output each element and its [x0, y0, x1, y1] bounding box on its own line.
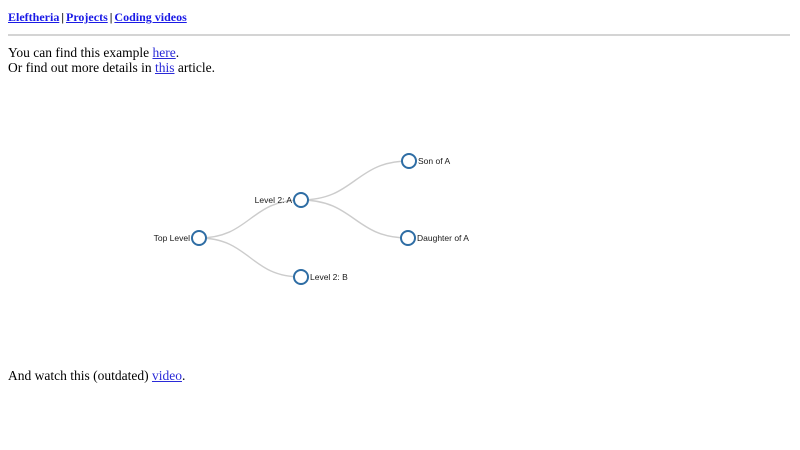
nav-link-projects[interactable]: Projects	[65, 10, 108, 24]
tree-link-root-level2b	[198, 237, 302, 278]
tree-node-label-root: Top Level	[154, 233, 190, 243]
video-link[interactable]: video	[151, 368, 182, 383]
intro-line-1: You can find this example here.	[8, 45, 792, 60]
article-link-this[interactable]: this	[154, 60, 175, 75]
tree-links	[198, 160, 410, 278]
nav-separator-1: |	[61, 10, 64, 24]
tree-diagram-container[interactable]: Top Level Level 2: A Level 2: B Son of A…	[0, 80, 800, 350]
tree-node-label-level2a: Level 2: A	[255, 195, 293, 205]
intro-text-after: .	[175, 45, 180, 60]
outro-line: And watch this (outdated) video.	[8, 368, 185, 383]
tree-svg[interactable]: Top Level Level 2: A Level 2: B Son of A…	[0, 80, 800, 350]
nav-separator-2: |	[109, 10, 113, 24]
outro-text-before: And watch this (outdated)	[8, 368, 152, 383]
tree-node-level2a[interactable]: Level 2: A	[255, 192, 309, 208]
tree-node-circle-root[interactable]	[191, 230, 207, 246]
tree-node-circle-daughterofa[interactable]	[400, 230, 416, 246]
outro-text-after: .	[181, 368, 186, 383]
tree-node-label-sonofa: Son of A	[418, 156, 450, 166]
tree-nodes: Top Level Level 2: A Level 2: B Son of A…	[154, 153, 469, 285]
tree-link-root-level2a	[198, 199, 302, 239]
details-text-before: Or find out more details in	[8, 60, 155, 75]
tree-node-label-level2b: Level 2: B	[310, 272, 348, 282]
tree-node-root[interactable]: Top Level	[154, 230, 207, 246]
tree-node-circle-level2a[interactable]	[293, 192, 309, 208]
tree-link-level2a-daughterofa	[300, 199, 409, 239]
nav-link-eleftheria[interactable]: Eleftheria	[8, 10, 60, 24]
intro-line-2: Or find out more details in this article…	[8, 60, 792, 75]
tree-node-level2b[interactable]: Level 2: B	[293, 269, 348, 285]
tree-node-label-daughterofa: Daughter of A	[417, 233, 469, 243]
nav-link-coding-videos[interactable]: Coding videos	[114, 10, 187, 24]
site-nav: Eleftheria|Projects|Coding videos	[8, 10, 792, 25]
tree-link-level2a-sonofa	[300, 160, 410, 201]
header-divider	[8, 34, 790, 36]
example-link-here[interactable]: here	[152, 45, 176, 60]
tree-node-sonofa[interactable]: Son of A	[401, 153, 450, 169]
tree-node-daughterofa[interactable]: Daughter of A	[400, 230, 469, 246]
details-text-after: article.	[174, 60, 215, 75]
intro-text-before: You can find this example	[8, 45, 153, 60]
tree-node-circle-level2b[interactable]	[293, 269, 309, 285]
tree-node-circle-sonofa[interactable]	[401, 153, 417, 169]
